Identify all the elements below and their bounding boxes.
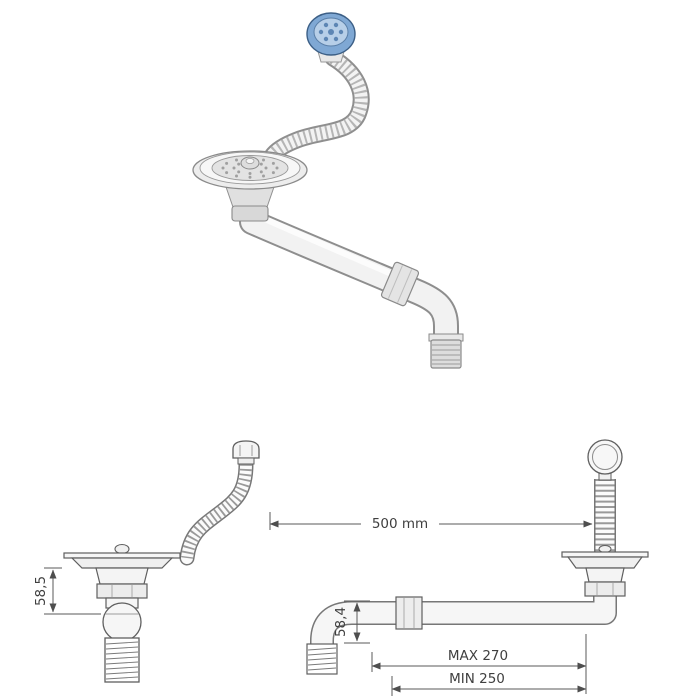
strainer-flange-front	[63, 552, 181, 559]
dim-hose-length: 500 mm	[269, 512, 593, 532]
threaded-outlet-3d	[428, 333, 464, 369]
side-view: 58,4	[306, 439, 649, 675]
dim-front-height-label: 58,5	[33, 576, 49, 606]
assembly-3d-view	[192, 12, 464, 369]
strainer-nut-side	[584, 581, 626, 597]
dim-max-extension-label: MAX 270	[448, 648, 508, 664]
trap-union-nut	[395, 596, 423, 630]
pipe-union-nut-3d	[380, 261, 420, 307]
overflow-hose-3d	[263, 49, 370, 165]
cap-vent-holes	[318, 22, 344, 42]
dim-min-extension: MIN 250	[391, 671, 587, 696]
strainer-front	[63, 543, 181, 683]
trap-elbow-thread	[306, 643, 338, 675]
dim-front-height: 58,5	[33, 567, 101, 615]
dim-max-extension: MAX 270	[371, 634, 587, 694]
strainer-flange-side	[561, 551, 649, 558]
overflow-hose-front	[179, 456, 254, 566]
front-view: 58,5	[33, 440, 260, 683]
strainer-body-front	[95, 567, 149, 585]
strainer-side	[561, 545, 649, 597]
sink-strainer-3d	[192, 150, 308, 222]
elbow-joint-front	[102, 602, 142, 642]
strainer-body-side	[585, 567, 625, 583]
strainer-knob-front	[114, 543, 130, 555]
dim-min-extension-label: MIN 250	[449, 671, 505, 687]
overflow-cap-3d	[306, 12, 356, 63]
dim-side-height-label: 58,4	[333, 607, 349, 637]
dim-hose-length-label: 500 mm	[372, 516, 428, 532]
waste-pipe-3d	[239, 209, 459, 355]
thread-hatching-3d	[432, 344, 460, 365]
strainer-nut-front	[96, 583, 148, 599]
waste-trap-pipe	[306, 596, 617, 675]
threaded-tail-front	[104, 637, 140, 683]
dim-side-height: 58,4	[333, 600, 370, 644]
overflow-cap-side	[587, 439, 623, 481]
thread-hatching-front	[105, 641, 139, 680]
overflow-cap-front	[232, 440, 260, 465]
thread-hatching-side	[307, 647, 337, 671]
